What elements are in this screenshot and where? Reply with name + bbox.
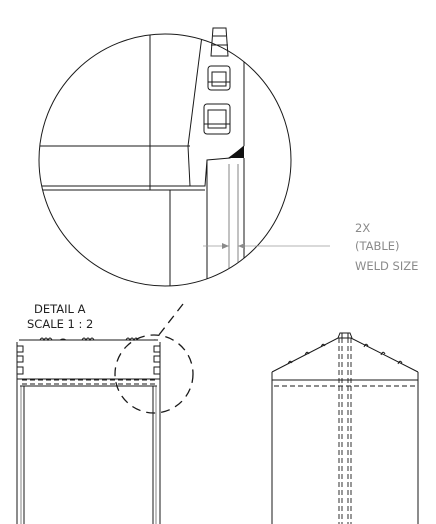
side-view — [271, 332, 419, 524]
front-view — [16, 334, 194, 524]
detail-label-title: DETAIL A — [34, 302, 86, 316]
weld-note-size: WELD SIZE — [355, 259, 418, 273]
detail-a-view — [38, 27, 330, 287]
detail-a-callout-circle — [114, 334, 194, 414]
bumper-bottom — [203, 103, 231, 135]
weld-dimension — [203, 243, 330, 249]
bumper-middle — [207, 65, 231, 91]
weld-fillet — [228, 146, 244, 158]
detail-boundary-circle — [38, 33, 292, 287]
weld-note: 2X (TABLE) WELD SIZE — [355, 221, 418, 273]
bumper-top — [210, 27, 229, 57]
weld-note-qty: 2X — [355, 221, 370, 235]
detail-leader-line — [154, 303, 184, 341]
detail-label-scale: SCALE 1 : 2 — [27, 317, 93, 331]
weld-note-table: (TABLE) — [355, 239, 400, 253]
detail-label: DETAIL A SCALE 1 : 2 — [27, 302, 93, 331]
